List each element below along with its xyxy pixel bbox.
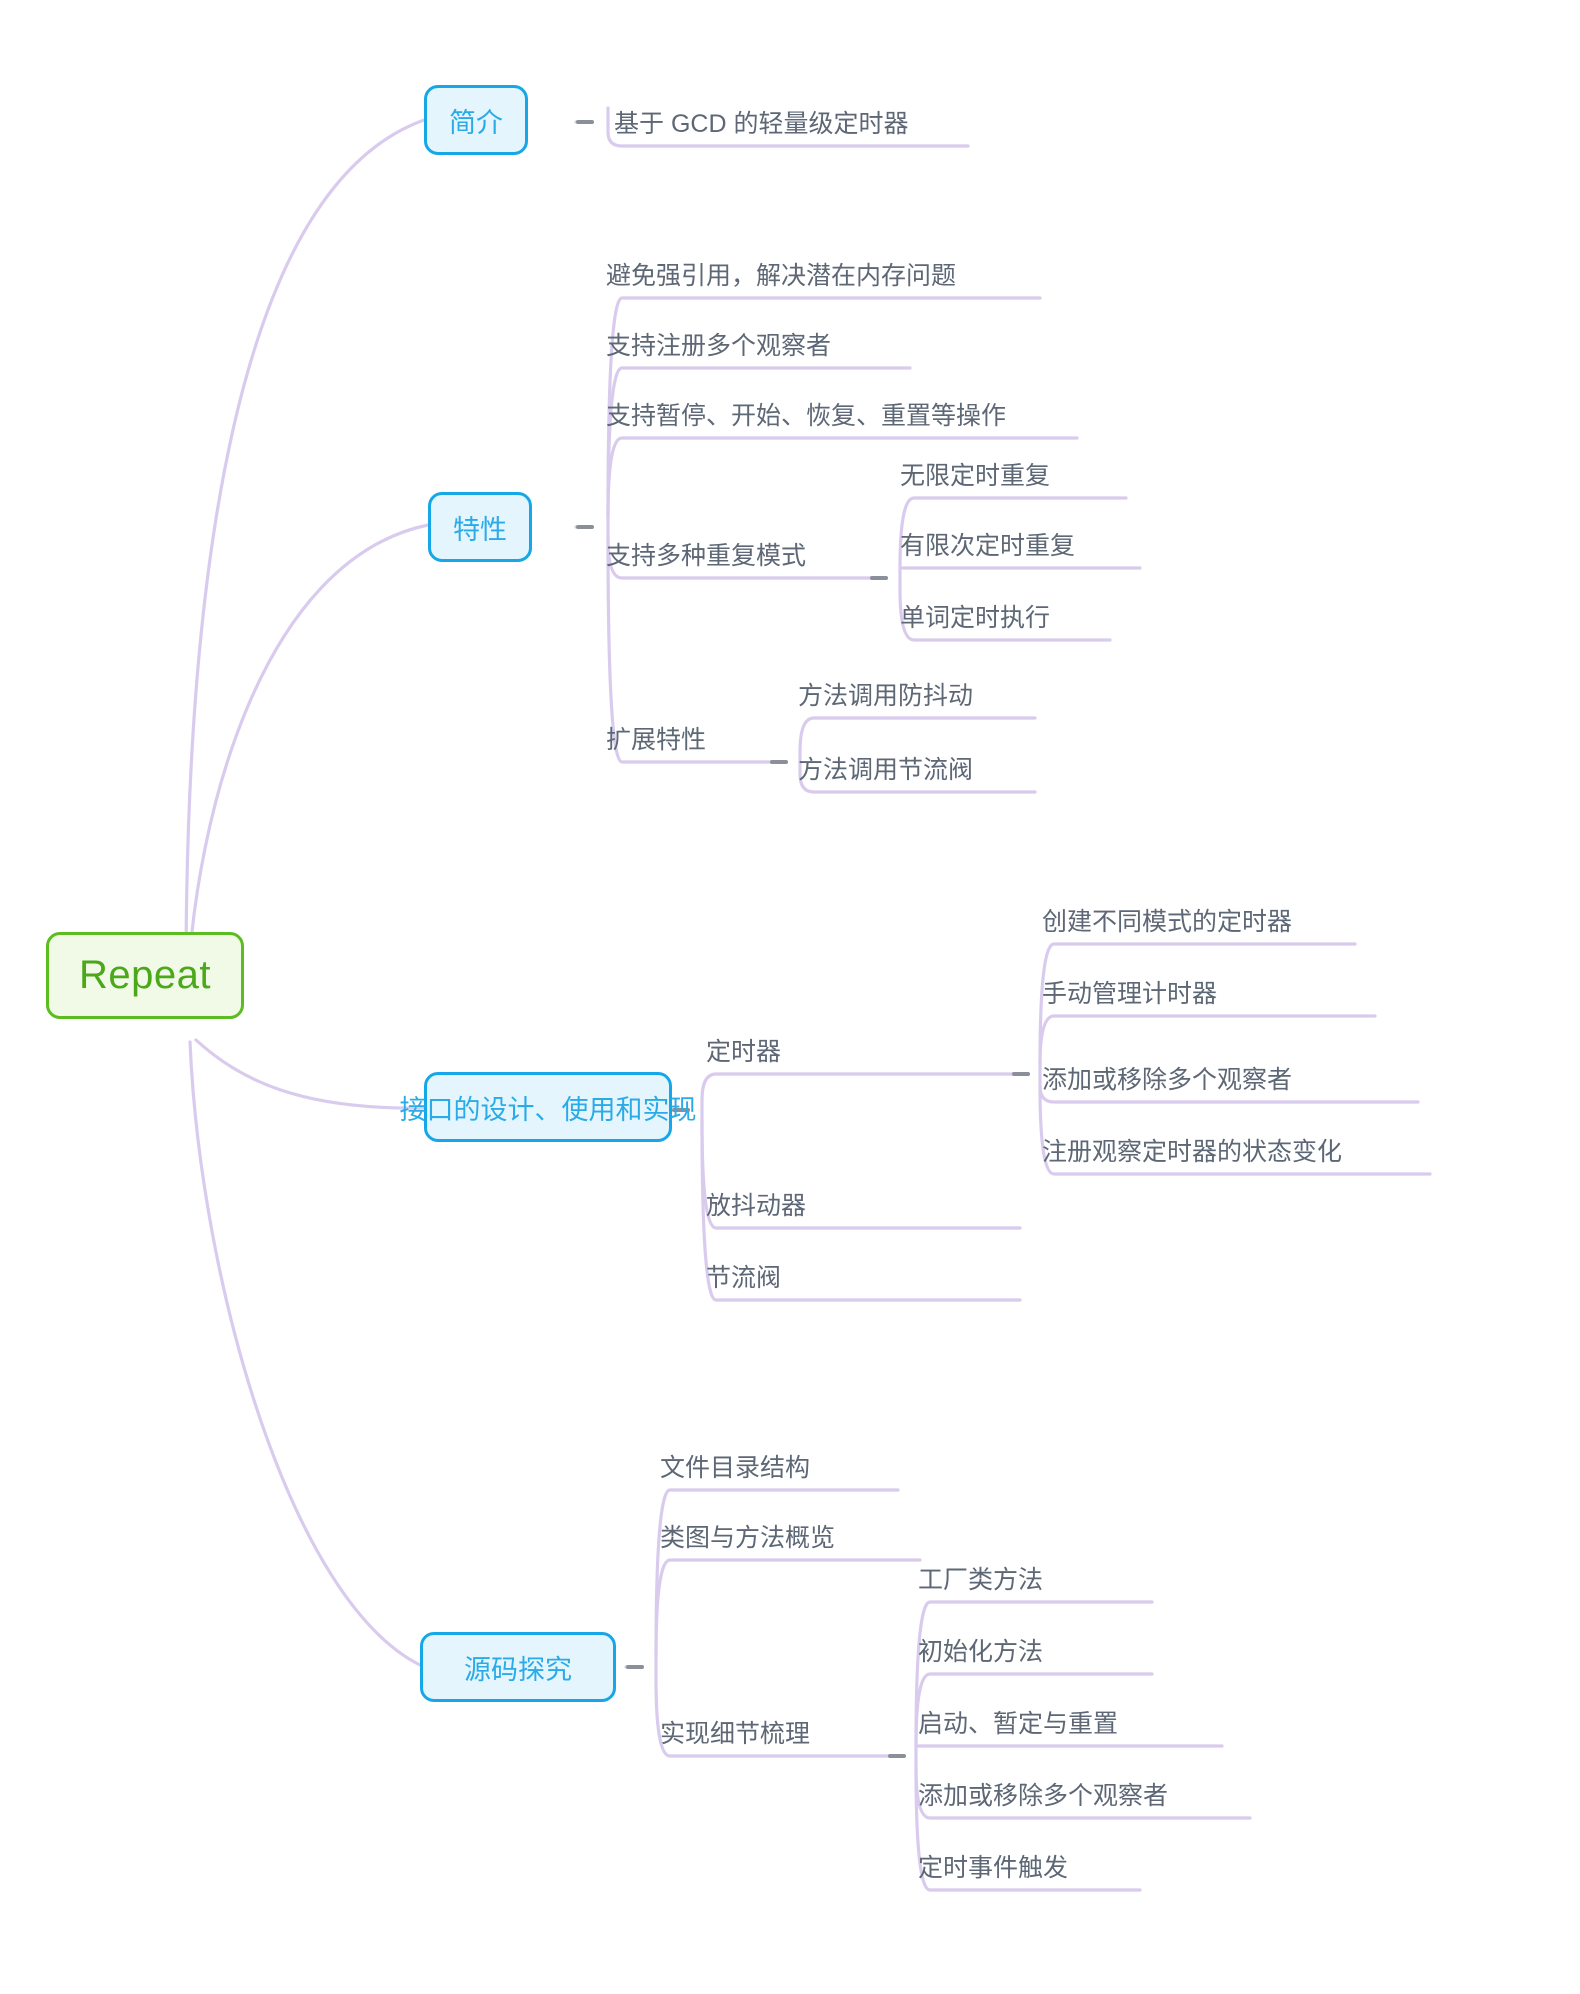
branch-node-jiekou[interactable]: 接口的设计、使用和实现 bbox=[400, 1072, 697, 1142]
toggle-ext-features[interactable] bbox=[770, 760, 788, 764]
leaf-detail-4[interactable]: 添加或移除多个观察者 bbox=[912, 1772, 1174, 1816]
leaf-timer-2-label: 手动管理计时器 bbox=[1042, 980, 1218, 1008]
leaf-texing-1[interactable]: 避免强引用，解决潜在内存问题 bbox=[600, 252, 962, 296]
branch-node-jianjie[interactable]: 简介 bbox=[424, 85, 528, 155]
leaf-yuanma-3[interactable]: 实现细节梳理 bbox=[654, 1710, 816, 1754]
link-root-to-jiekou bbox=[194, 1038, 426, 1110]
leaf-texing-5-label: 扩展特性 bbox=[606, 726, 707, 754]
leaf-jianjie-1[interactable]: 基于 GCD 的轻量级定时器 bbox=[608, 100, 914, 144]
leaf-detail-3-label: 启动、暂定与重置 bbox=[918, 1710, 1119, 1738]
leaf-timer-4[interactable]: 注册观察定时器的状态变化 bbox=[1036, 1128, 1348, 1172]
toggle-timer[interactable] bbox=[1012, 1072, 1030, 1076]
leaf-ext-feature-2-label: 方法调用节流阀 bbox=[798, 756, 974, 784]
toggle-texing[interactable] bbox=[576, 525, 594, 529]
leaf-ext-feature-1-label: 方法调用防抖动 bbox=[798, 682, 974, 710]
leaf-timer-2[interactable]: 手动管理计时器 bbox=[1036, 970, 1223, 1014]
leaf-jiekou-1[interactable]: 定时器 bbox=[700, 1028, 787, 1072]
leaf-detail-2-label: 初始化方法 bbox=[918, 1638, 1044, 1666]
toggle-jianjie[interactable] bbox=[576, 120, 594, 124]
leaf-detail-1[interactable]: 工厂类方法 bbox=[912, 1556, 1049, 1600]
leaf-detail-5-label: 定时事件触发 bbox=[918, 1854, 1069, 1882]
link-root-to-yuanma bbox=[188, 1040, 422, 1667]
leaf-jiekou-3-label: 节流阀 bbox=[706, 1264, 782, 1292]
leaf-detail-5[interactable]: 定时事件触发 bbox=[912, 1844, 1074, 1888]
leaf-detail-1-label: 工厂类方法 bbox=[918, 1566, 1044, 1594]
leaf-timer-4-label: 注册观察定时器的状态变化 bbox=[1042, 1138, 1343, 1166]
leaf-timer-3[interactable]: 添加或移除多个观察者 bbox=[1036, 1056, 1298, 1100]
leaf-texing-5[interactable]: 扩展特性 bbox=[600, 716, 712, 760]
leaf-yuanma-2-label: 类图与方法概览 bbox=[660, 1524, 836, 1552]
leaf-timer-1[interactable]: 创建不同模式的定时器 bbox=[1036, 898, 1298, 942]
branch-node-jiekou-label: 接口的设计、使用和实现 bbox=[399, 1094, 697, 1125]
branch-node-jianjie-label: 简介 bbox=[449, 107, 503, 138]
leaf-timer-1-label: 创建不同模式的定时器 bbox=[1042, 908, 1293, 936]
toggle-jiekou[interactable] bbox=[672, 1108, 690, 1112]
link-texing-child-2 bbox=[606, 366, 912, 518]
leaf-ext-feature-2[interactable]: 方法调用节流阀 bbox=[792, 746, 979, 790]
leaf-ext-feature-1[interactable]: 方法调用防抖动 bbox=[792, 672, 979, 716]
branch-node-yuanma[interactable]: 源码探究 bbox=[420, 1632, 616, 1702]
leaf-texing-1-label: 避免强引用，解决潜在内存问题 bbox=[606, 262, 957, 290]
link-root-to-jianjie bbox=[184, 118, 426, 977]
leaf-repeat-mode-3[interactable]: 单词定时执行 bbox=[894, 594, 1056, 638]
leaf-yuanma-2[interactable]: 类图与方法概览 bbox=[654, 1514, 841, 1558]
leaf-jiekou-1-label: 定时器 bbox=[706, 1038, 782, 1066]
leaf-texing-4[interactable]: 支持多种重复模式 bbox=[600, 532, 812, 576]
link-root-to-texing bbox=[186, 523, 430, 984]
leaf-jiekou-3[interactable]: 节流阀 bbox=[700, 1254, 787, 1298]
leaf-detail-3[interactable]: 启动、暂定与重置 bbox=[912, 1700, 1124, 1744]
link-yuanma-child-2 bbox=[654, 1558, 922, 1659]
toggle-detail[interactable] bbox=[888, 1754, 906, 1758]
toggle-repeat-modes[interactable] bbox=[870, 576, 888, 580]
branch-node-yuanma-label: 源码探究 bbox=[464, 1654, 572, 1685]
leaf-yuanma-1-label: 文件目录结构 bbox=[660, 1454, 811, 1482]
leaf-texing-3-label: 支持暂停、开始、恢复、重置等操作 bbox=[606, 402, 1007, 430]
branch-node-texing[interactable]: 特性 bbox=[428, 492, 532, 562]
leaf-texing-2-label: 支持注册多个观察者 bbox=[606, 332, 832, 360]
leaf-detail-4-label: 添加或移除多个观察者 bbox=[918, 1782, 1169, 1810]
leaf-jiekou-2-label: 放抖动器 bbox=[706, 1192, 807, 1220]
leaf-repeat-mode-1[interactable]: 无限定时重复 bbox=[894, 452, 1056, 496]
leaf-timer-3-label: 添加或移除多个观察者 bbox=[1042, 1066, 1293, 1094]
root-node-repeat[interactable]: Repeat bbox=[46, 932, 244, 1019]
leaf-repeat-mode-2[interactable]: 有限次定时重复 bbox=[894, 522, 1081, 566]
leaf-yuanma-1[interactable]: 文件目录结构 bbox=[654, 1444, 816, 1488]
leaf-texing-2[interactable]: 支持注册多个观察者 bbox=[600, 322, 837, 366]
toggle-yuanma[interactable] bbox=[626, 1665, 644, 1669]
leaf-texing-3[interactable]: 支持暂停、开始、恢复、重置等操作 bbox=[600, 392, 1012, 436]
leaf-repeat-mode-3-label: 单词定时执行 bbox=[900, 604, 1051, 632]
leaf-detail-2[interactable]: 初始化方法 bbox=[912, 1628, 1049, 1672]
branch-node-texing-label: 特性 bbox=[453, 514, 507, 545]
leaf-yuanma-3-label: 实现细节梳理 bbox=[660, 1720, 811, 1748]
root-node-label: Repeat bbox=[79, 953, 211, 997]
leaf-jiekou-2[interactable]: 放抖动器 bbox=[700, 1182, 812, 1226]
leaf-repeat-mode-1-label: 无限定时重复 bbox=[900, 462, 1051, 490]
leaf-texing-4-label: 支持多种重复模式 bbox=[606, 542, 807, 570]
link-jiekou-child-1 bbox=[700, 1072, 1014, 1102]
leaf-repeat-mode-2-label: 有限次定时重复 bbox=[900, 532, 1076, 560]
leaf-jianjie-1-label: 基于 GCD 的轻量级定时器 bbox=[614, 110, 909, 138]
